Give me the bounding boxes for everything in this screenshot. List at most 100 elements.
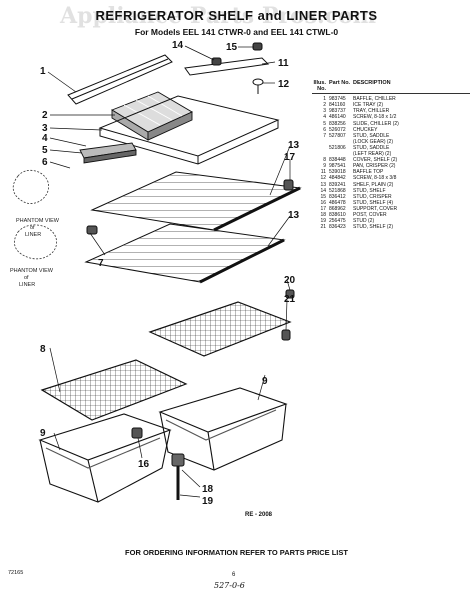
- table-cell-no: 18: [320, 211, 326, 218]
- wire-shelf-upper: [90, 171, 302, 232]
- table-cell-desc: STUD (2): [353, 218, 375, 225]
- ice-tray: [110, 91, 193, 141]
- callout-15: 15: [226, 42, 238, 53]
- table-cell-desc: STUD, SADDLE: [353, 144, 390, 151]
- stud-14: [211, 57, 222, 66]
- phantom-label-upper-line1: PHANTOM VIEW: [16, 218, 60, 224]
- table-cell-desc: SCREW, 8-18 x 3/8: [353, 175, 397, 182]
- table-cell-desc: COVER, SHELF (2): [353, 157, 398, 164]
- phantom-label-lower-line3: LINER: [19, 282, 35, 288]
- screw-12: [252, 78, 264, 94]
- chiller-baffle: [67, 54, 173, 105]
- table-cell-no: 21: [320, 224, 326, 231]
- crisper-cover-left: [40, 359, 188, 421]
- header-illus-no: Illus. No.: [313, 80, 326, 93]
- saddle-stud-17: [283, 179, 294, 191]
- table-cell-desc: SLIDE, CHILLER (2): [353, 120, 399, 127]
- callout-2: 2: [42, 110, 48, 121]
- callout-18: 18: [202, 484, 214, 495]
- callout-9-left: 9: [40, 428, 46, 439]
- table-cell-part: 841160: [329, 102, 346, 109]
- table-cell-no: 3: [323, 108, 326, 115]
- table-cell-no: 19: [320, 218, 326, 225]
- callout-5: 5: [42, 145, 48, 156]
- table-cell-part: 486140: [329, 114, 346, 121]
- callout-3: 3: [42, 123, 48, 134]
- table-cell-part: 839241: [329, 181, 346, 188]
- phantom-liner-upper: [12, 169, 50, 204]
- phantom-liner-lower: [14, 224, 58, 260]
- cover-post-18: [171, 453, 185, 500]
- table-cell-part: 484842: [329, 175, 346, 182]
- callout-6: 6: [42, 157, 48, 168]
- callout-20: 20: [284, 275, 296, 286]
- table-cell-desc: SHELF, PLAIN (2): [353, 181, 394, 188]
- callout-11: 11: [278, 58, 289, 69]
- table-rule: [312, 93, 470, 95]
- chiller-slide: [79, 142, 137, 164]
- table-cell-no: 13: [320, 181, 326, 188]
- phantom-label-lower-line1: PHANTOM VIEW: [10, 268, 54, 274]
- header-description: DESCRIPTION: [353, 80, 391, 86]
- table-cell-part: 983745: [329, 96, 346, 103]
- table-cell-part: 838448: [329, 157, 346, 164]
- table-cell-part: 527807: [329, 132, 346, 139]
- ordering-note: FOR ORDERING INFORMATION REFER TO PARTS …: [125, 548, 348, 557]
- table-cell-part: 868962: [329, 205, 346, 212]
- table-cell-desc: CHUCKEY: [353, 126, 378, 133]
- table-cell-part: 838610: [329, 211, 346, 218]
- table-cell-no: 11: [320, 169, 326, 176]
- table-cell-desc: PAN, CRISPER (2): [353, 163, 396, 170]
- table-cell-desc: STUD, SHELF (4): [353, 199, 394, 206]
- crisper-cover-right: [148, 301, 292, 357]
- cover-support-16: [131, 427, 143, 439]
- table-cell-no: 1: [323, 96, 326, 103]
- diagram-code: RE - 2008: [245, 512, 273, 518]
- page-number: 6: [232, 572, 236, 578]
- table-cell-no: 15: [320, 193, 326, 200]
- footer-code: 72165: [8, 570, 24, 576]
- table-cell-no: 12: [320, 175, 326, 182]
- wire-shelf-lower: [84, 223, 286, 284]
- callout-labels: 1 2 3 4 5 6 7 8 9 9 11 12 13 13 14 15 16…: [40, 40, 300, 507]
- callout-4: 4: [42, 133, 48, 144]
- table-row: (LEFT REAR) (2): [312, 151, 470, 157]
- table-cell-part: 539018: [329, 169, 346, 176]
- table-cell-desc: (LEFT REAR) (2): [353, 151, 392, 158]
- callout-1: 1: [40, 66, 46, 77]
- table-cell-desc: POST, COVER: [353, 211, 387, 218]
- table-cell-no: 4: [323, 114, 326, 121]
- table-cell-part: 836412: [329, 193, 346, 200]
- table-cell-part: 983737: [329, 108, 346, 115]
- callout-21: 21: [284, 294, 296, 305]
- table-cell-part: 987541: [329, 163, 346, 170]
- phantom-label-upper-line3: LINER: [25, 232, 41, 238]
- parts-table-header: Illus. No. Part No. DESCRIPTION: [312, 80, 470, 92]
- callout-7: 7: [98, 258, 104, 269]
- table-cell-no: 8: [323, 157, 326, 164]
- table-cell-no: 6: [323, 126, 326, 133]
- crisper-pan-left: [38, 413, 172, 503]
- baffle-top: [184, 57, 270, 76]
- handwritten-note: 527-0-6: [214, 581, 245, 590]
- callout-13-lower: 13: [288, 210, 300, 221]
- table-cell-no: 16: [320, 199, 326, 206]
- table-cell-desc: STUD, CRISPER: [353, 193, 392, 200]
